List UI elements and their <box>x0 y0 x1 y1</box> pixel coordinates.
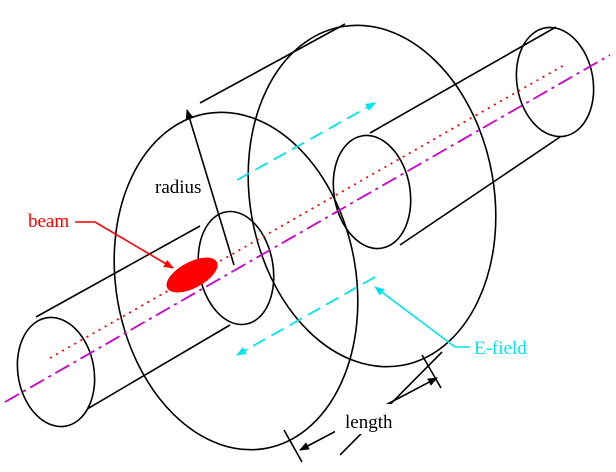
radius-arrow <box>185 109 235 266</box>
right-pipe-end <box>515 26 595 138</box>
length-label: length <box>345 412 393 433</box>
cavity-bottom-edge <box>339 351 443 456</box>
e-field-pointer-arrow <box>374 286 470 348</box>
beam-axis-line <box>4 54 611 403</box>
length-tick-right <box>421 354 442 389</box>
cavity-front <box>113 111 359 451</box>
e-field-label: E-field <box>474 338 527 359</box>
cavity-front-face <box>113 111 359 451</box>
cavity-top-edge <box>199 23 346 104</box>
right-pipe-top-edge <box>369 26 557 134</box>
cavity-body <box>199 23 497 456</box>
cavity-back-face <box>247 24 497 368</box>
back-iris <box>332 134 412 250</box>
beam-pointer-arrow <box>75 221 174 269</box>
length-tick-left <box>283 429 303 463</box>
beam-label: beam <box>28 211 69 232</box>
left-beam-pipe <box>16 225 231 428</box>
right-beam-pipe <box>369 26 595 246</box>
e-field-arrow-lower <box>236 276 376 356</box>
radius-label: radius <box>155 177 201 198</box>
beam-path-line <box>49 63 567 359</box>
e-field-arrow-upper <box>236 102 376 181</box>
left-pipe-top-edge <box>35 225 201 318</box>
beam-bunch <box>166 257 218 293</box>
right-pipe-bottom-edge <box>399 136 561 246</box>
